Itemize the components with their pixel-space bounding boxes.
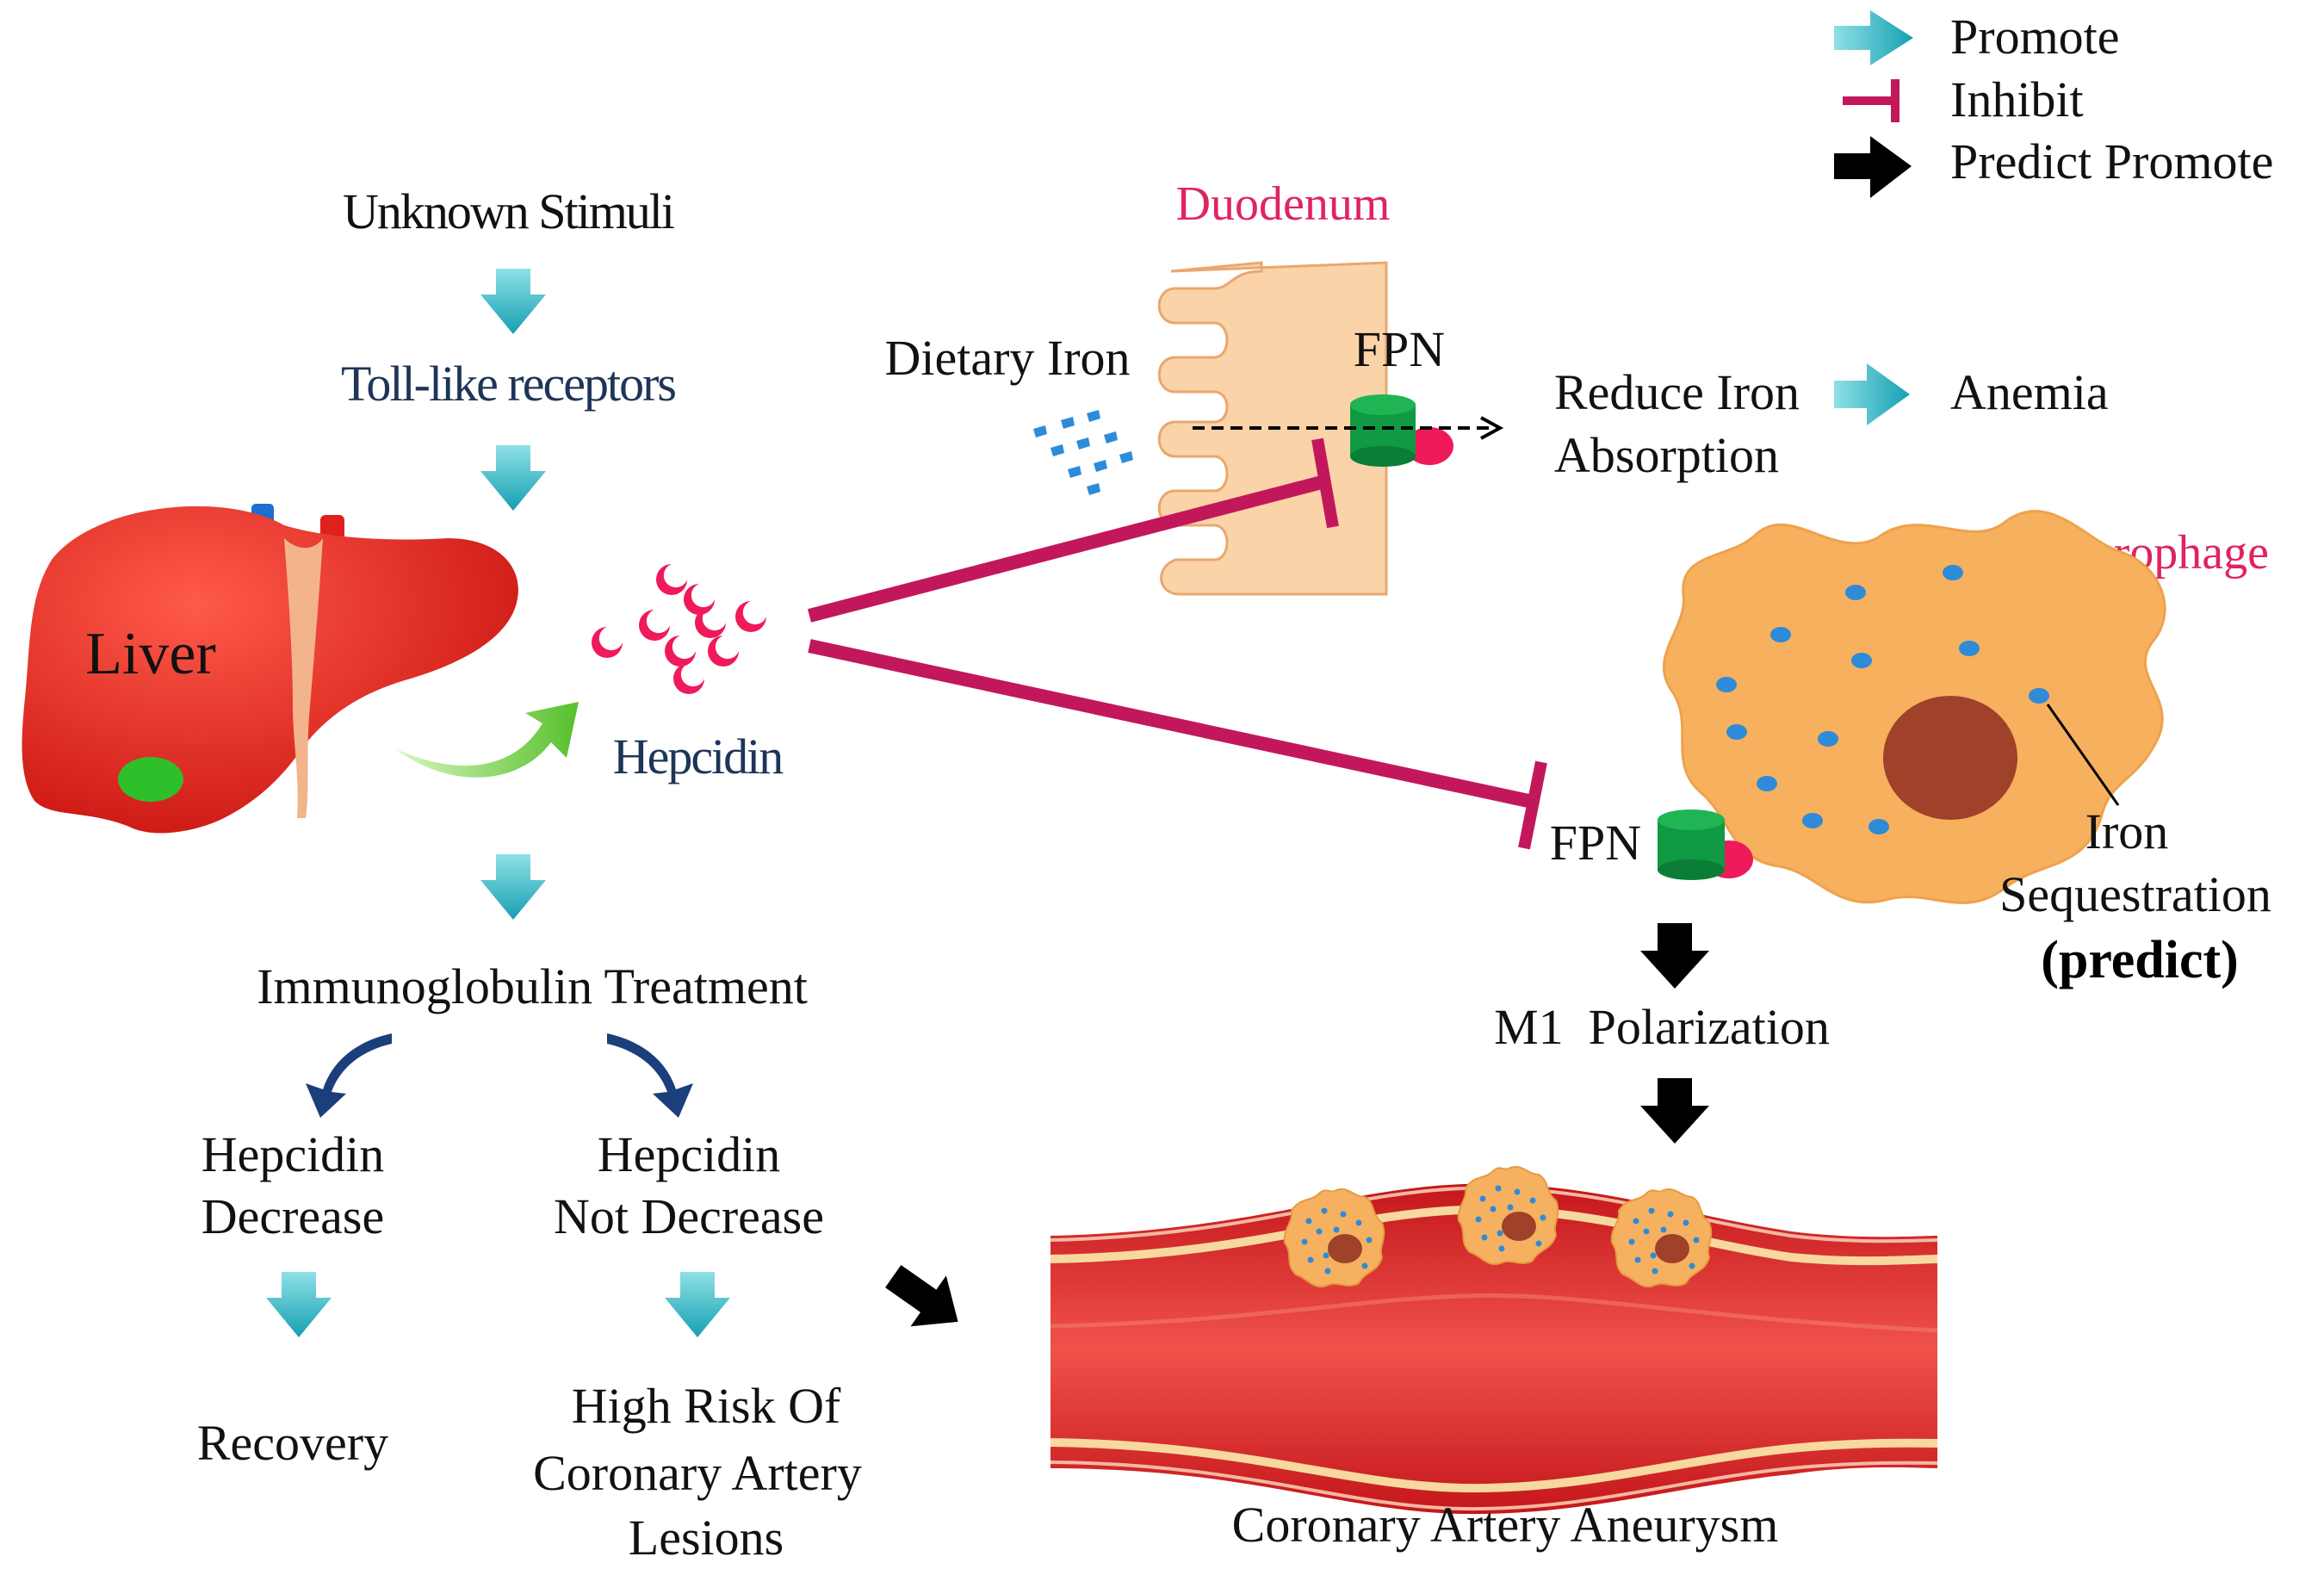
hepcidin-not-decrease-line2: Not Decrease [554, 1188, 824, 1244]
m1-polarization-label: M1 Polarization [1494, 999, 1830, 1055]
iron-sequestration-line1: Iron [2085, 803, 2169, 859]
high-risk-line2: Coronary Artery [533, 1445, 862, 1501]
hepcidin-label: Hepcidin [613, 729, 784, 784]
high-risk-line1: High Risk Of [572, 1378, 841, 1434]
iron-particles-icon [1033, 410, 1133, 495]
reduce-iron-absorption-line2: Absorption [1554, 427, 1779, 483]
fpn-transporter-icon [1658, 809, 1753, 880]
fpn-transporter-icon [1350, 394, 1453, 467]
coronary-artery-aneurysm-label: Coronary Artery Aneurysm [1232, 1497, 1779, 1553]
promote-arrow-icon [1834, 10, 1913, 65]
promote-arrow-icon [1834, 363, 1910, 425]
secretion-arrow-icon [396, 702, 579, 778]
predict-promote-arrow-icon [1640, 923, 1709, 989]
unknown-stimuli-label: Unknown Stimuli [343, 183, 675, 239]
liver-illustration [22, 504, 518, 834]
duodenum-fpn-label: FPN [1354, 321, 1445, 377]
predict-promote-arrow-icon [1834, 136, 1912, 198]
macrophage-fpn-label: FPN [1550, 815, 1641, 871]
liver-label: Liver [85, 621, 216, 687]
predict-promote-arrow-icon [885, 1264, 958, 1327]
predict-label: (predict) [2041, 931, 2239, 989]
anemia-label: Anemia [1950, 364, 2109, 420]
promote-arrow-icon [480, 854, 546, 920]
hepcidin-not-decrease-line1: Hepcidin [598, 1126, 781, 1182]
curved-arrow-right-icon [607, 1033, 693, 1118]
immunoglobulin-treatment-label: Immunoglobulin Treatment [257, 958, 808, 1014]
promote-arrow-icon [480, 445, 546, 511]
recovery-label: Recovery [197, 1415, 388, 1471]
high-risk-line3: Lesions [629, 1510, 784, 1566]
curved-arrow-left-icon [306, 1033, 392, 1118]
legend: Promote Inhibit Predict Promote [1834, 9, 2273, 198]
coronary-artery-illustration [1050, 1166, 1938, 1515]
duodenum-title: Duodenum [1176, 177, 1391, 231]
hepcidin-molecules-icon [592, 564, 766, 694]
legend-inhibit-label: Inhibit [1950, 71, 2084, 127]
toll-like-receptors-label: Toll-like receptors [341, 356, 675, 412]
promote-arrow-icon [665, 1272, 730, 1337]
dietary-iron-label: Dietary Iron [884, 330, 1130, 386]
macrophage-cell-illustration [1663, 510, 2166, 904]
promote-arrow-icon [266, 1272, 332, 1337]
inhibit-duodenum-line [807, 437, 1339, 623]
inhibit-icon [1843, 79, 1899, 122]
reduce-iron-absorption-line1: Reduce Iron [1554, 364, 1800, 420]
promote-arrow-icon [480, 269, 546, 334]
iron-transport-dashed-arrow [1193, 416, 1504, 440]
hepcidin-decrease-line2: Decrease [201, 1188, 385, 1244]
legend-promote-label: Promote [1950, 9, 2120, 65]
predict-promote-arrow-icon [1640, 1078, 1709, 1144]
inhibit-macrophage-line [808, 639, 1547, 850]
iron-sequestration-line2: Sequestration [1999, 866, 2271, 922]
legend-predict-promote-label: Predict Promote [1950, 133, 2273, 189]
hepcidin-decrease-line1: Hepcidin [201, 1126, 385, 1182]
